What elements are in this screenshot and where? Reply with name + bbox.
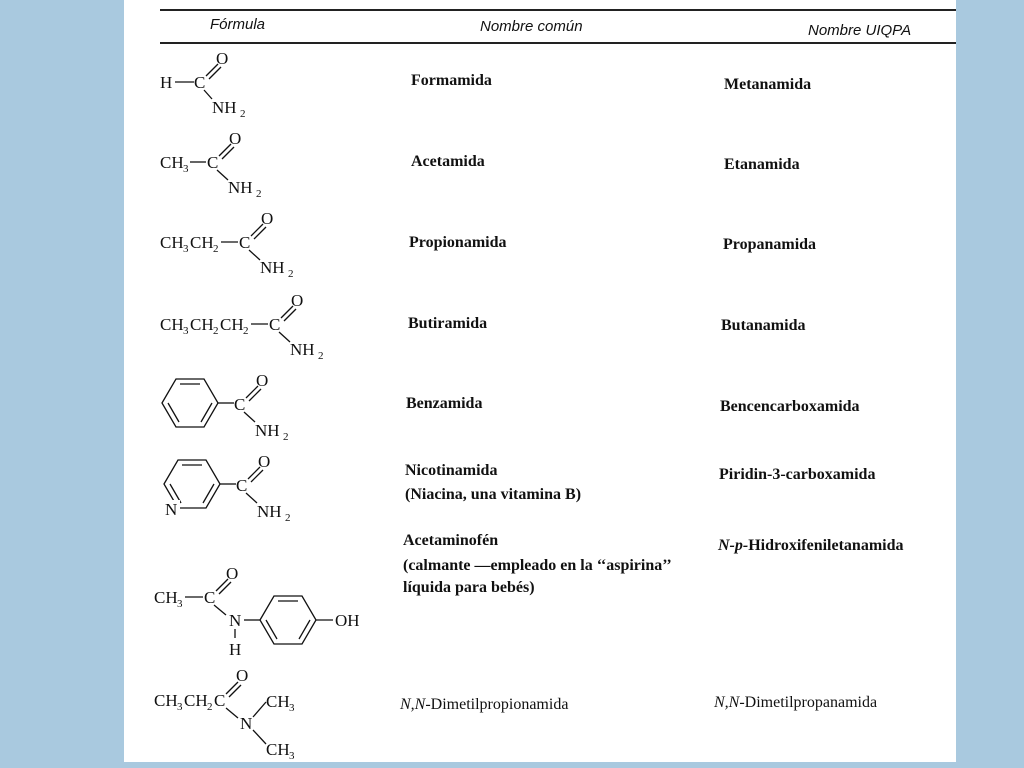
common-name-row-7: Acetaminofén — [403, 532, 499, 549]
svg-text:C: C — [194, 73, 205, 92]
iupac-name-row-3: Propanamida — [723, 236, 817, 253]
svg-text:CH: CH — [190, 315, 214, 334]
common-name-row-5: Benzamida — [406, 395, 483, 412]
svg-text:NH: NH — [260, 258, 285, 277]
svg-text:2: 2 — [207, 701, 213, 713]
svg-text:O: O — [226, 564, 238, 583]
svg-text:O: O — [229, 129, 241, 148]
svg-text:H: H — [229, 640, 241, 659]
iupac-prefix-row-7: N-p- — [718, 537, 749, 554]
svg-text:C: C — [207, 153, 218, 172]
svg-text:CH: CH — [154, 691, 178, 710]
svg-text:2: 2 — [243, 325, 249, 337]
iupac-name-row-2: Etanamida — [724, 156, 800, 173]
svg-text:NH: NH — [228, 178, 253, 197]
formula-acetaminophen: CH 3 C O N H OH — [154, 564, 360, 659]
common-prefix-row-8: N,N- — [400, 696, 431, 713]
svg-text:O: O — [258, 452, 270, 471]
formula-dimethylpropionamide: CH 3 CH 2 C O N CH 3 CH 3 — [154, 666, 295, 762]
iupac-name-row-8: N,N-Dimetilpropanamida — [714, 692, 877, 713]
common-name-row-1: Formamida — [411, 72, 492, 89]
svg-text:CH: CH — [160, 315, 184, 334]
svg-text:3: 3 — [183, 243, 189, 255]
header-iupac-name: Nombre UIQPA — [808, 22, 912, 39]
svg-text:2: 2 — [318, 350, 324, 362]
svg-text:O: O — [261, 209, 273, 228]
svg-text:NH: NH — [290, 340, 315, 359]
phenol-ring — [259, 595, 317, 645]
svg-text:3: 3 — [183, 325, 189, 337]
common-name-row-3: Propionamida — [409, 234, 507, 251]
header-top-rule — [160, 9, 956, 11]
svg-text:NH: NH — [255, 421, 280, 440]
formula-nicotinamide: N C O NH 2 — [162, 452, 291, 524]
svg-text:2: 2 — [288, 268, 294, 280]
svg-text:N: N — [240, 714, 252, 733]
svg-text:2: 2 — [283, 431, 289, 443]
svg-text:O: O — [291, 291, 303, 310]
formula-formamide: H C O NH 2 — [160, 49, 246, 120]
svg-text:3: 3 — [183, 163, 189, 175]
svg-text:CH: CH — [160, 153, 184, 172]
svg-text:C: C — [214, 691, 225, 710]
common-root-row-8: Dimetilpropionamida — [430, 696, 569, 713]
svg-text:2: 2 — [240, 108, 246, 120]
svg-text:H: H — [160, 73, 172, 92]
header-formula: Fórmula — [210, 16, 266, 33]
svg-text:CH: CH — [154, 588, 178, 607]
common-name-row-6: Nicotinamida — [405, 462, 498, 479]
svg-text:3: 3 — [177, 701, 183, 713]
svg-text:CH: CH — [184, 691, 208, 710]
common-name-row-8: N,N-Dimetilpropionamida — [400, 694, 568, 715]
svg-text:O: O — [256, 371, 268, 390]
svg-text:N: N — [229, 611, 241, 630]
svg-text:CH: CH — [220, 315, 244, 334]
svg-text:NH: NH — [212, 98, 237, 117]
svg-text:NH: NH — [257, 502, 282, 521]
svg-text:C: C — [236, 476, 247, 495]
iupac-name-row-4: Butanamida — [721, 317, 806, 334]
svg-text:2: 2 — [256, 188, 262, 200]
svg-text:CH: CH — [190, 233, 214, 252]
svg-text:CH: CH — [266, 692, 290, 711]
svg-text:OH: OH — [335, 611, 360, 630]
svg-text:N: N — [165, 500, 177, 519]
svg-text:2: 2 — [213, 325, 219, 337]
formula-benzamide: C O NH 2 — [161, 371, 289, 443]
svg-text:2: 2 — [213, 243, 219, 255]
svg-text:CH: CH — [160, 233, 184, 252]
common-note-row-7-line-1: (calmante —empleado en la ‘‘aspirina’’ — [403, 557, 672, 574]
common-name-row-4: Butiramida — [408, 315, 488, 332]
svg-text:3: 3 — [289, 702, 295, 714]
iupac-name-row-1: Metanamida — [724, 76, 812, 93]
header-common-name: Nombre común — [480, 18, 583, 35]
svg-text:C: C — [234, 395, 245, 414]
formula-propionamide: CH 3 CH 2 C O NH 2 — [160, 209, 294, 280]
iupac-root-row-7: Hidroxifeniletanamida — [748, 537, 904, 554]
svg-text:CH: CH — [266, 740, 290, 759]
header-bottom-rule — [160, 42, 956, 44]
common-note-row-6: (Niacina, una vitamina B) — [405, 486, 582, 503]
benzene-ring — [161, 378, 219, 428]
svg-text:2: 2 — [285, 512, 291, 524]
svg-text:C: C — [204, 588, 215, 607]
iupac-root-row-8: Dimetilpropanamida — [744, 694, 878, 711]
iupac-name-row-7: N-p-Hidroxifeniletanamida — [718, 535, 903, 556]
svg-text:C: C — [239, 233, 250, 252]
amide-table-page: Fórmula Nombre común Nombre UIQPA H C O … — [124, 0, 956, 762]
common-name-row-2: Acetamida — [411, 153, 485, 170]
iupac-name-row-6: Piridin-3-carboxamida — [719, 466, 876, 483]
formula-butyramide: CH 3 CH 2 CH 2 C O NH 2 — [160, 291, 324, 362]
formula-acetamide: CH 3 C O NH 2 — [160, 129, 262, 200]
svg-text:C: C — [269, 315, 280, 334]
svg-text:3: 3 — [177, 598, 183, 610]
svg-text:O: O — [236, 666, 248, 685]
iupac-prefix-row-8: N,N- — [714, 694, 745, 711]
iupac-name-row-5: Bencencarboxamida — [720, 398, 860, 415]
common-note-row-7-line-2: líquida para bebés) — [403, 579, 535, 596]
svg-text:3: 3 — [289, 750, 295, 762]
svg-text:O: O — [216, 49, 228, 68]
